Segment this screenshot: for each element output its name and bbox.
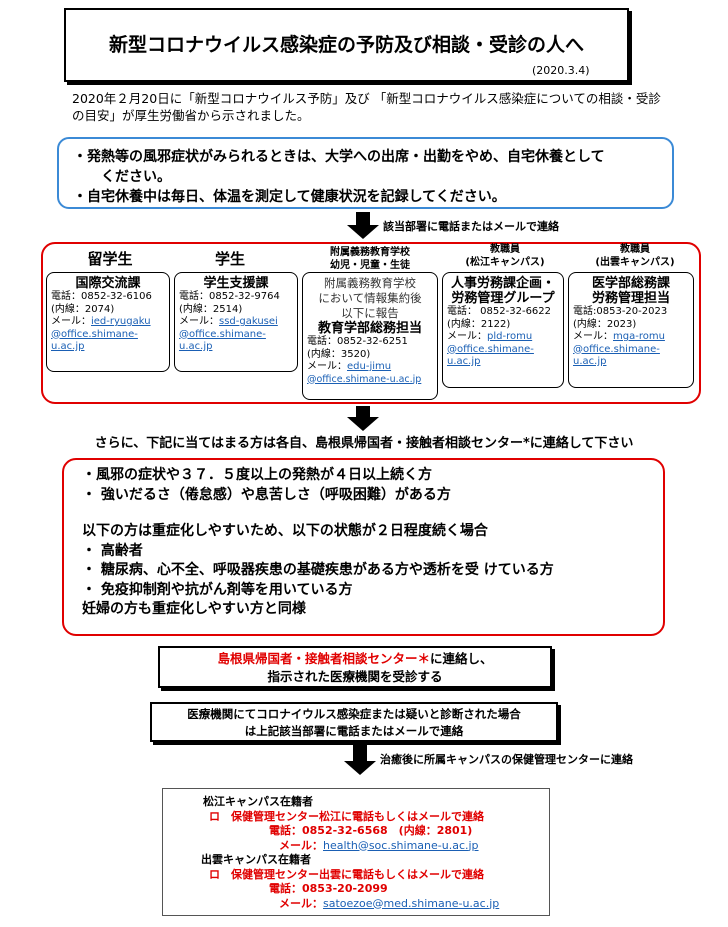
dept-name-1: 人事労務課企画・ xyxy=(450,276,555,291)
matsue-email-link[interactable]: health@soc.shimane-u.ac.jp xyxy=(323,838,479,852)
dept-email-link-cont[interactable]: u.ac.jp xyxy=(179,341,213,352)
notice-line-1b: ください。 xyxy=(101,169,171,185)
mail-label: メール： xyxy=(447,331,487,342)
group-staff-matsue-line2: (松江キャンパス) xyxy=(465,257,545,268)
matsue-contact: ロ 保健管理センター松江に電話もしくはメールで連絡 xyxy=(209,809,484,823)
group-staff-matsue-line1: 教職員 xyxy=(490,244,520,255)
dept-card-school: 附属義務教育学校 において情報集約後 以下に報告 教育学部総務担当 電話：085… xyxy=(302,272,438,400)
severe-item: ・ 免疫抑制剤や抗がん剤等を用いている方 xyxy=(82,581,353,598)
dept-email-link-cont[interactable]: @office.shimane-u.ac.jp xyxy=(307,373,422,385)
center-line2: 指示された医療機関を受診する xyxy=(267,669,443,684)
severe-item: 妊婦の方も重症化しやすい方と同様 xyxy=(82,601,306,617)
hospital-line2: は上記該当部署に電話またはメールで連絡 xyxy=(244,724,464,738)
dept-email-link[interactable]: mga-romu xyxy=(613,331,665,342)
consult-center-box: 島根県帰国者・接触者相談センター＊に連絡し、 指示された医療機関を受診する xyxy=(158,646,552,688)
dept-name-2: 労務管理担当 xyxy=(591,291,670,306)
dept-name-1: 医学部総務課 xyxy=(591,276,670,291)
step1-label: 該当部署に電話またはメールで連絡 xyxy=(383,220,559,233)
group-school-line1: 附属義務教育学校 xyxy=(330,247,410,258)
dept-tel: 電話:0853-20-2023 xyxy=(573,306,668,317)
notice-line-1: ・発熱等の風邪症状がみられるときは、大学への出席・出勤をやめ、自宅休養として xyxy=(73,149,605,165)
dept-email-link[interactable]: pld-romu xyxy=(487,331,533,342)
dept-tel: 電話：0852-32-6251 xyxy=(307,336,408,347)
dept-email-link-cont[interactable]: u.ac.jp xyxy=(573,356,607,367)
dept-email-link-cont[interactable]: u.ac.jp xyxy=(51,341,85,352)
dept-email-link[interactable]: ied-ryugaku xyxy=(91,316,151,327)
school-note-2: において情報集約後 xyxy=(318,291,422,305)
recovery-label: 治癒後に所属キャンパスの保健管理センターに連絡 xyxy=(380,753,633,766)
izumo-contact: ロ 保健管理センター出雲に電話もしくはメールで連絡 xyxy=(209,867,484,881)
matsue-mail-label: メール： xyxy=(279,838,323,852)
school-note-1: 附属義務教育学校 xyxy=(324,276,416,290)
matsue-title: 松江キャンパス在籍者 xyxy=(203,795,313,808)
departments-group xyxy=(41,242,701,404)
condition-item: ・風邪の症状や３７．５度以上の発熱が４日以上続く方 xyxy=(82,467,432,483)
mail-label: メール： xyxy=(179,316,219,327)
group-staff-izumo-line1: 教職員 xyxy=(620,244,650,255)
dept-ext: (内線：3520) xyxy=(307,348,371,360)
health-center-box: 松江キャンパス在籍者 ロ 保健管理センター松江に電話もしくはメールで連絡 電話：… xyxy=(162,788,550,916)
condition-item: ・ 強いだるさ（倦怠感）や息苦しさ（呼吸困難）がある方 xyxy=(82,486,451,503)
matsue-tel: 電話：0852-32-6568 (内線：2801) xyxy=(269,824,473,837)
group-staff-matsue: 教職員 (松江キャンパス) xyxy=(445,243,565,269)
home-rest-notice: ・発熱等の風邪症状がみられるときは、大学への出席・出勤をやめ、自宅休養として く… xyxy=(57,137,674,209)
izumo-email-link[interactable]: satoezoe@med.shimane-u.ac.jp xyxy=(323,896,500,910)
page-title: 新型コロナウイルス感染症の予防及び相談・受診の人へ xyxy=(108,34,584,56)
dept-email-link[interactable]: ssd-gakusei xyxy=(219,316,278,327)
group-school-line2: 幼児・児童・生徒 xyxy=(330,260,410,271)
mail-label: メール： xyxy=(307,361,347,372)
dept-email-link-cont[interactable]: @office.shimane- xyxy=(51,328,138,340)
izumo-title: 出雲キャンパス在籍者 xyxy=(201,853,311,866)
dept-tel: 電話： 0852-32-6622 xyxy=(447,306,552,317)
center-name: 島根県帰国者・接触者相談センター＊ xyxy=(217,651,430,666)
hospital-diagnosis-box: 医療機関にてコロナイウルス感染症または疑いと診断された場合 は上記該当部署に電話… xyxy=(150,702,558,742)
izumo-mail-label: メール： xyxy=(279,896,323,910)
mail-label: メール： xyxy=(573,331,613,342)
mail-label: メール： xyxy=(51,316,91,327)
center-line1-suffix: に連絡し、 xyxy=(430,651,493,666)
dept-tel: 電話：0852-32-9764 xyxy=(179,291,280,302)
dept-email-link[interactable]: edu-jimu xyxy=(347,361,392,372)
dept-ext: (内線：2074) xyxy=(51,303,115,315)
severe-item: ・ 高齢者 xyxy=(82,542,143,559)
severe-intro: 以下の方は重症化しやすいため、以下の状態が２日程度続く場合 xyxy=(82,523,488,539)
dept-name: 教育学部総務担当 xyxy=(317,321,422,336)
dept-ext: (内線：2514) xyxy=(179,303,243,315)
dept-card-intl: 国際交流課 電話：0852-32-6106 (内線：2074) メール：ied-… xyxy=(46,272,170,372)
severe-item: ・ 糖尿病、心不全、呼吸器疾患の基礎疾患がある方や透析を受 けている方 xyxy=(82,562,554,578)
dept-name-2: 労務管理グループ xyxy=(451,291,555,306)
dept-email-link-cont[interactable]: u.ac.jp xyxy=(447,356,481,367)
dept-ext: (内線：2122) xyxy=(447,318,511,330)
dept-tel: 電話：0852-32-6106 xyxy=(51,291,152,302)
group-staff-izumo-line2: (出雲キャンパス) xyxy=(595,257,675,268)
dept-email-link-cont[interactable]: @office.shimane- xyxy=(573,343,660,355)
intro-text: 2020年２月20日に「新型コロナウイルス予防」及び 「新型コロナウイルス感染症… xyxy=(72,91,661,123)
dept-email-link-cont[interactable]: @office.shimane- xyxy=(179,328,266,340)
dept-email-link-cont[interactable]: @office.shimane- xyxy=(447,343,534,355)
dept-name: 学生支援課 xyxy=(203,276,269,291)
dept-card-staff-izumo: 医学部総務課 労務管理担当 電話:0853-20-2023 (内線：2023) … xyxy=(568,272,694,388)
dept-ext: (内線：2023) xyxy=(573,318,637,330)
hospital-line1: 医療機関にてコロナイウルス感染症または疑いと診断された場合 xyxy=(187,707,521,721)
group-staff-izumo: 教職員 (出雲キャンパス) xyxy=(575,243,695,269)
group-school: 附属義務教育学校 幼児・児童・生徒 xyxy=(305,246,435,272)
group-intl-students: 留学生 xyxy=(87,250,133,268)
conditions-intro: さらに、下記に当てはまる方は各自、島根県帰国者・接触者相談センター*に連絡して下… xyxy=(94,436,634,451)
publish-date: (2020.3.4) xyxy=(532,64,590,77)
notice-line-2: ・自宅休養中は毎日、体温を測定して健康状況を記録してください。 xyxy=(73,189,506,205)
izumo-tel: 電話：0853-20-2099 xyxy=(269,882,388,895)
dept-name: 国際交流課 xyxy=(75,276,141,291)
dept-card-staff-matsue: 人事労務課企画・ 労務管理グループ 電話： 0852-32-6622 (内線：2… xyxy=(442,272,564,388)
title-box xyxy=(64,8,629,82)
school-note-3: 以下に報告 xyxy=(341,306,399,320)
dept-card-student: 学生支援課 電話：0852-32-9764 (内線：2514) メール：ssd-… xyxy=(174,272,298,372)
group-students: 学生 xyxy=(214,250,245,268)
conditions-box: ・風邪の症状や３７．５度以上の発熱が４日以上続く方 ・ 強いだるさ（倦怠感）や息… xyxy=(62,458,665,636)
school-note: 附属義務教育学校 において情報集約後 以下に報告 xyxy=(307,276,433,321)
